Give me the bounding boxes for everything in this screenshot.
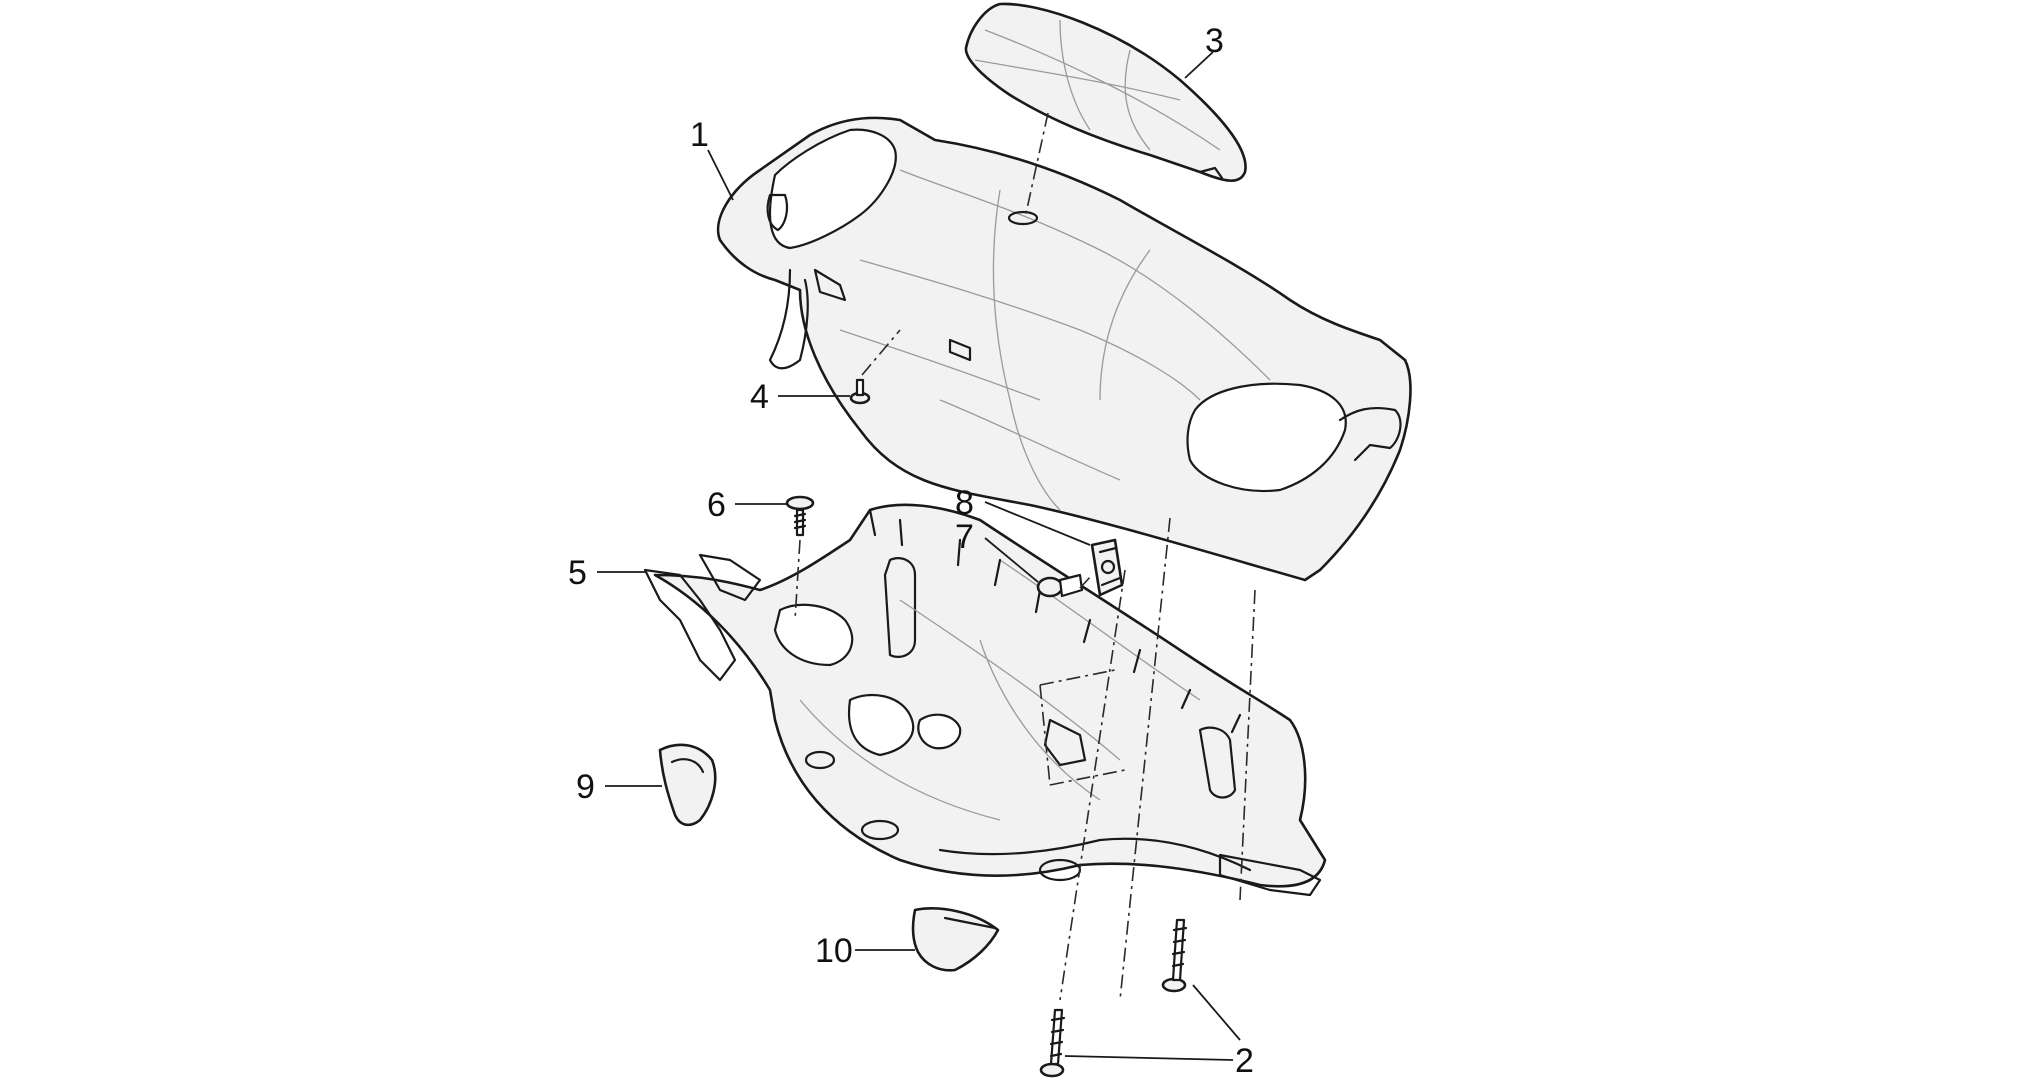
- assembly-lines: [794, 112, 1256, 1001]
- part-9-small-cap: [658, 743, 717, 827]
- callout-10: 10: [815, 932, 853, 970]
- part-2-screw-right: [1161, 918, 1188, 993]
- leader-2b: [1064, 1055, 1234, 1061]
- leader-2a: [1192, 984, 1241, 1041]
- leader-lines: [597, 51, 1241, 1061]
- callout-2: 2: [1235, 1042, 1254, 1080]
- callout-3: 3: [1205, 22, 1224, 60]
- callout-9: 9: [576, 768, 595, 806]
- leader-7: [984, 537, 1039, 583]
- part-6-screw: [785, 495, 815, 537]
- part-5-lower-handlebar-cover: [643, 503, 1327, 897]
- leader-3: [1184, 51, 1214, 79]
- part-2-screw-left: [1039, 1008, 1066, 1078]
- callout-7: 7: [955, 518, 974, 556]
- callout-8: 8: [955, 484, 974, 522]
- leader-8: [984, 501, 1091, 546]
- callout-5: 5: [568, 554, 587, 592]
- part-3-top-cover: [964, 2, 1247, 182]
- callout-6: 6: [707, 486, 726, 524]
- part-8-clip-nut: [1090, 538, 1124, 597]
- callout-4: 4: [750, 378, 769, 416]
- callout-1: 1: [690, 116, 709, 154]
- part-10-small-cap: [911, 907, 1000, 972]
- leader-1: [707, 149, 734, 201]
- part-1-upper-handlebar-cover: [716, 116, 1412, 582]
- part-4-screw: [849, 378, 871, 405]
- callouts: 1 2 3 4 5 6 7 8 9 10: [568, 22, 1254, 1080]
- part-7-screw: [1036, 573, 1084, 598]
